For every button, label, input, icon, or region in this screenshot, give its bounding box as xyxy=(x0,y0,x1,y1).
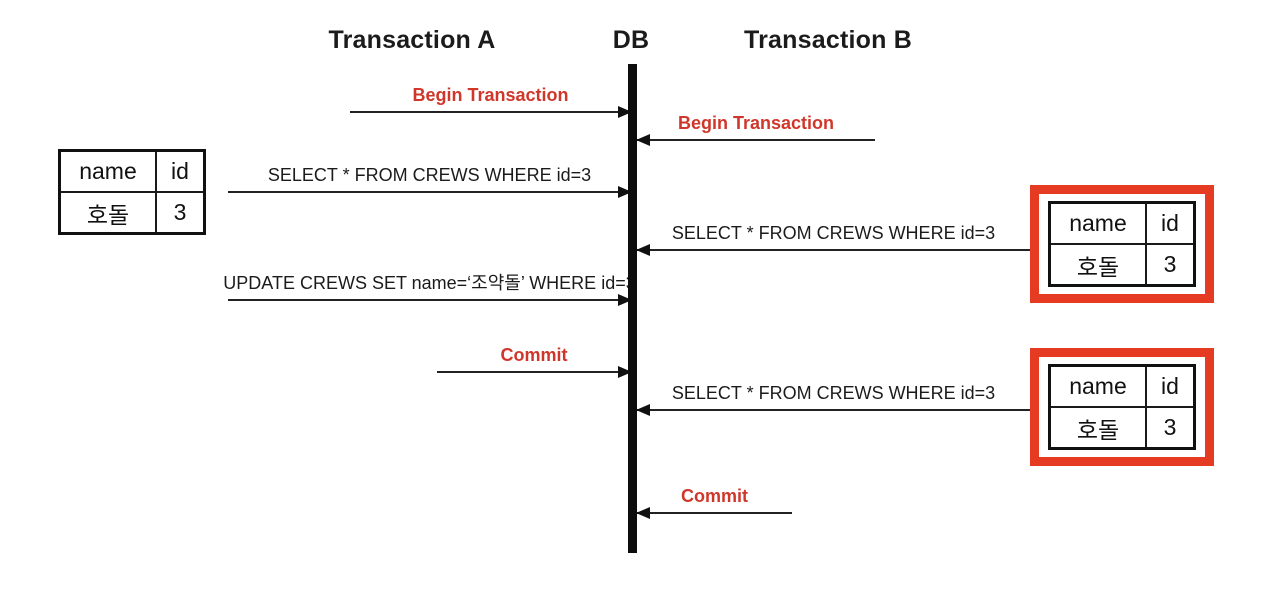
arrow-left-icon xyxy=(636,243,1030,256)
arrow-left-icon xyxy=(636,133,875,146)
arrow-left-icon xyxy=(636,403,1030,416)
arrow-left-icon xyxy=(636,506,792,519)
message-label: Begin Transaction xyxy=(412,85,569,105)
message-select-b-1: SELECT * FROM CREWS WHERE id=3 xyxy=(636,223,1030,256)
message-begin-transaction-a: Begin Transaction xyxy=(350,85,632,118)
table-cell-id: 3 xyxy=(155,191,206,235)
result-table-transaction-a: name id 호돌 3 xyxy=(58,149,206,235)
arrow-right-icon xyxy=(228,293,632,306)
table-header-id: id xyxy=(1145,364,1196,408)
table-cell-id: 3 xyxy=(1145,406,1196,450)
arrow-right-icon xyxy=(437,365,632,378)
message-begin-transaction-b: Begin Transaction xyxy=(636,113,875,146)
message-select-b-2: SELECT * FROM CREWS WHERE id=3 xyxy=(636,383,1030,416)
table-header-name: name xyxy=(1048,201,1147,245)
table-cell-name: 호돌 xyxy=(1048,243,1147,287)
table-header-name: name xyxy=(1048,364,1147,408)
message-label: UPDATE CREWS SET name=‘조약돌’ WHERE id=3 xyxy=(223,273,636,293)
column-header-db: DB xyxy=(612,26,650,54)
message-label: Commit xyxy=(681,486,748,506)
table-header-id: id xyxy=(155,149,206,193)
db-lifeline xyxy=(628,64,637,553)
table-cell-name: 호돌 xyxy=(1048,406,1147,450)
arrow-right-icon xyxy=(350,105,632,118)
message-update-a: UPDATE CREWS SET name=‘조약돌’ WHERE id=3 xyxy=(223,273,636,306)
message-select-a: SELECT * FROM CREWS WHERE id=3 xyxy=(228,165,632,198)
highlighted-result-table-b-second: name id 호돌 3 xyxy=(1030,348,1214,466)
highlighted-result-table-b-first: name id 호돌 3 xyxy=(1030,185,1214,303)
message-commit-a: Commit xyxy=(437,345,632,378)
table-header-id: id xyxy=(1145,201,1196,245)
column-header-transaction-a: Transaction A xyxy=(328,26,496,54)
arrow-right-icon xyxy=(228,185,632,198)
message-label: Commit xyxy=(500,345,568,365)
message-commit-b: Commit xyxy=(636,486,792,519)
table-header-name: name xyxy=(58,149,157,193)
message-label: Begin Transaction xyxy=(677,113,835,133)
table-cell-id: 3 xyxy=(1145,243,1196,287)
message-label: SELECT * FROM CREWS WHERE id=3 xyxy=(267,165,592,185)
table-cell-name: 호돌 xyxy=(58,191,157,235)
message-label: SELECT * FROM CREWS WHERE id=3 xyxy=(671,383,996,403)
message-label: SELECT * FROM CREWS WHERE id=3 xyxy=(671,223,996,243)
column-header-transaction-b: Transaction B xyxy=(744,26,912,54)
